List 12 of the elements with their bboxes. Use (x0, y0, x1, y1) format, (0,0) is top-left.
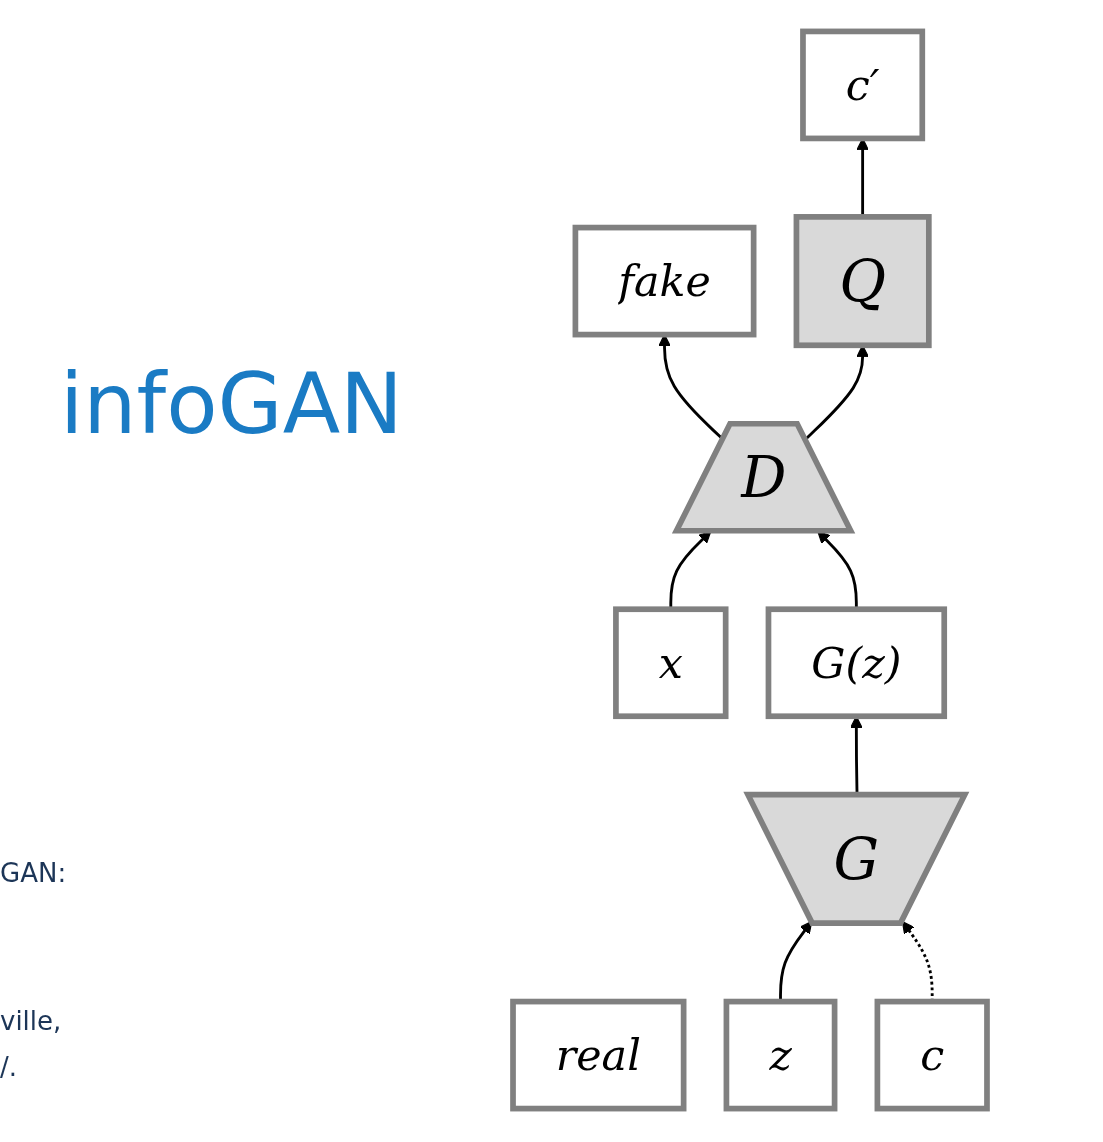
text-fragment: /. (0, 1052, 18, 1082)
node-box: Q (793, 214, 932, 349)
node-box: G(z) (765, 606, 948, 720)
node-box: c (874, 998, 990, 1112)
node-box: c′ (800, 28, 926, 142)
text-fragment: ville, (0, 1006, 62, 1036)
node-box: z (723, 998, 838, 1112)
node-box: x (613, 606, 729, 720)
text-fragment: GAN: (0, 858, 67, 888)
title: infoGAN (60, 355, 403, 453)
node-box: fake (572, 224, 757, 338)
node-box: real (510, 998, 687, 1112)
